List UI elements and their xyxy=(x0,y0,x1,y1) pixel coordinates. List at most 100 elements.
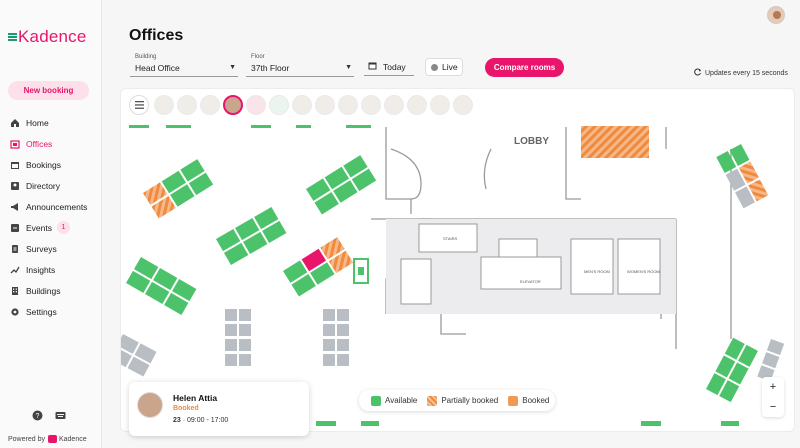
svg-text:?: ? xyxy=(36,413,40,420)
desk-cluster-f[interactable] xyxy=(121,334,157,377)
person-avatar[interactable] xyxy=(292,95,312,115)
legend-available: Available xyxy=(371,395,417,406)
person-avatar[interactable] xyxy=(200,95,220,115)
page-title: Offices xyxy=(129,27,184,44)
survey-icon xyxy=(10,244,20,254)
core-rooms xyxy=(400,223,661,305)
floor-select[interactable]: 37th Floor ▼ xyxy=(246,59,354,77)
available-swatch xyxy=(371,395,381,406)
desk-cluster-i[interactable] xyxy=(757,339,785,382)
megaphone-icon xyxy=(10,202,20,212)
date-value: Today xyxy=(383,61,406,72)
powered-by: Powered by Kadence xyxy=(8,435,87,443)
updates-text: Updates every 15 seconds xyxy=(705,69,788,77)
date-picker[interactable]: Today xyxy=(364,58,414,76)
building-select[interactable]: Head Office ▼ xyxy=(130,59,238,77)
list-view-button[interactable] xyxy=(129,95,149,115)
desk-column-b[interactable] xyxy=(323,309,349,366)
partial-swatch xyxy=(427,395,438,406)
user-avatar[interactable] xyxy=(767,6,785,24)
live-toggle[interactable]: Live xyxy=(425,58,463,76)
sidebar-item-surveys[interactable]: Surveys xyxy=(0,238,102,259)
sidebar-item-buildings[interactable]: Buildings xyxy=(0,280,102,301)
sidebar-item-label: Bookings xyxy=(26,159,61,170)
directory-icon xyxy=(10,181,20,191)
phone-booth[interactable] xyxy=(353,258,369,284)
lobby-meeting-room[interactable] xyxy=(581,126,649,158)
sidebar-item-insights[interactable]: Insights xyxy=(0,259,102,280)
home-icon xyxy=(10,118,20,128)
sidebar-item-label: Buildings xyxy=(26,285,61,296)
live-label: Live xyxy=(442,62,458,72)
desk-cluster-d[interactable] xyxy=(283,237,354,297)
person-avatar[interactable] xyxy=(177,95,197,115)
refresh-icon xyxy=(694,68,702,78)
insights-icon xyxy=(10,265,20,275)
desk-cluster-a[interactable] xyxy=(143,159,214,219)
sidebar-footer-actions: ? xyxy=(32,410,66,421)
desk-cluster-e[interactable] xyxy=(126,257,197,315)
booking-day: 23 xyxy=(173,417,181,424)
elevator-label: ELEVATOR xyxy=(520,279,541,284)
desk-column-a[interactable] xyxy=(225,309,251,366)
help-icon[interactable]: ? xyxy=(32,410,43,421)
floor-value: 37th Floor xyxy=(251,62,290,73)
sidebar-item-events[interactable]: Events 1 xyxy=(0,217,102,238)
person-avatar[interactable] xyxy=(361,95,381,115)
sidebar-item-label: Directory xyxy=(26,180,61,191)
zoom-in-button[interactable]: + xyxy=(769,381,777,393)
person-avatar[interactable] xyxy=(154,95,174,115)
person-avatar[interactable] xyxy=(315,95,335,115)
mens-room-label: MEN'S ROOM xyxy=(584,269,610,274)
top-edge-desks xyxy=(129,125,371,128)
logo-text: Kadence xyxy=(18,27,87,46)
kadence-logo[interactable]: Kadence xyxy=(8,27,87,47)
sidebar: Kadence New booking Home Offices Booking… xyxy=(0,0,102,448)
booking-time: 23 · 09:00 - 17:00 xyxy=(173,417,228,424)
womens-room-label: WOMEN'S ROOM xyxy=(627,269,660,274)
sidebar-item-offices[interactable]: Offices xyxy=(0,133,102,154)
person-avatar-selected[interactable] xyxy=(223,95,243,115)
booked-swatch xyxy=(508,395,519,406)
booking-status: Booked xyxy=(173,405,199,412)
zoom-out-button[interactable]: − xyxy=(769,401,777,413)
building-label: Building xyxy=(135,54,157,60)
desk-cluster-b[interactable] xyxy=(216,207,287,265)
floor-map[interactable]: LOBBY xyxy=(120,88,795,432)
desk-cluster-g[interactable] xyxy=(716,144,769,209)
person-avatar[interactable] xyxy=(430,95,450,115)
sidebar-item-label: Events xyxy=(26,222,52,233)
person-booking-card[interactable]: Helen Attia Booked 23 · 09:00 - 17:00 xyxy=(129,382,309,436)
building-value: Head Office xyxy=(135,62,180,73)
new-booking-button[interactable]: New booking xyxy=(8,81,89,100)
sidebar-item-home[interactable]: Home xyxy=(0,112,102,133)
person-avatar[interactable] xyxy=(269,95,289,115)
keyboard-icon[interactable] xyxy=(55,410,66,421)
sidebar-item-directory[interactable]: Directory xyxy=(0,175,102,196)
chevron-down-icon: ▼ xyxy=(345,64,352,71)
person-avatar[interactable] xyxy=(338,95,358,115)
person-avatar[interactable] xyxy=(407,95,427,115)
compare-rooms-button[interactable]: Compare rooms xyxy=(485,58,564,77)
sidebar-item-label: Insights xyxy=(26,264,56,275)
powered-by-text: Powered by xyxy=(8,435,45,443)
sidebar-item-label: Surveys xyxy=(26,243,57,254)
bottom-edge-desks xyxy=(316,421,739,426)
person-avatar[interactable] xyxy=(453,95,473,115)
powered-by-brand: Kadence xyxy=(58,435,87,443)
floor-plan-svg: LOBBY xyxy=(121,125,785,426)
map-legend: Available Partially booked Booked xyxy=(359,390,555,411)
floor-label: Floor xyxy=(251,54,265,60)
desk-cluster-c[interactable] xyxy=(306,155,377,215)
building-icon xyxy=(10,286,20,296)
desk-cluster-h[interactable] xyxy=(706,337,758,403)
sidebar-item-bookings[interactable]: Bookings xyxy=(0,154,102,175)
sidebar-item-announcements[interactable]: Announcements xyxy=(0,196,102,217)
sidebar-item-label: Home xyxy=(26,117,49,128)
sidebar-item-settings[interactable]: Settings xyxy=(0,301,102,322)
person-avatar[interactable] xyxy=(384,95,404,115)
gear-icon xyxy=(10,307,20,317)
person-avatar[interactable] xyxy=(246,95,266,115)
sidebar-nav: Home Offices Bookings Directory Announce… xyxy=(0,112,102,322)
